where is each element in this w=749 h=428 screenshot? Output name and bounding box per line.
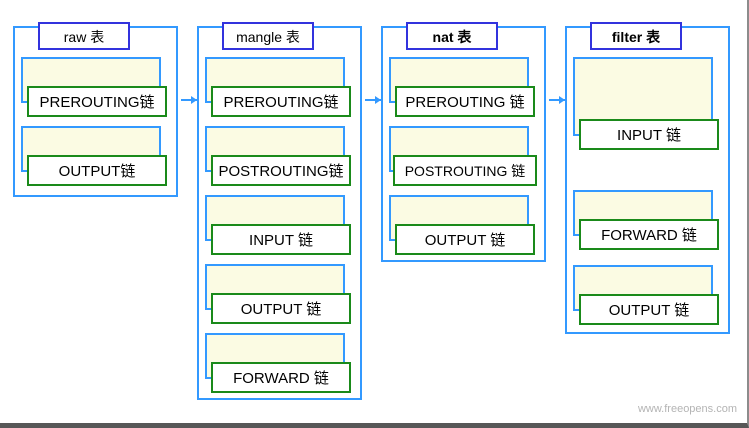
chain-nat-prerouting[interactable]: PREROUTING 链 [395,86,535,117]
arrow-nat-to-filter-line [549,99,566,101]
arrow-nat-to-filter-head [559,96,565,104]
chain-mangle-output[interactable]: OUTPUT 链 [211,293,351,324]
table-title-mangle: mangle 表 [222,22,314,50]
table-title-nat: nat 表 [406,22,498,50]
chain-mangle-input[interactable]: INPUT 链 [211,224,351,255]
chain-raw-prerouting[interactable]: PREROUTING链 [27,86,167,117]
chain-filter-output[interactable]: OUTPUT 链 [579,294,719,325]
arrow-mangle-to-nat-head [375,96,381,104]
arrow-raw-to-mangle-line [181,99,198,101]
chain-nat-postrouting[interactable]: POSTROUTING 链 [393,155,537,186]
chain-filter-input[interactable]: INPUT 链 [579,119,719,150]
arrow-mangle-to-nat-line [365,99,382,101]
watermark: www.freeopens.com [637,403,737,415]
arrow-raw-to-mangle-head [191,96,197,104]
chain-mangle-postrouting[interactable]: POSTROUTING链 [211,155,351,186]
table-title-filter: filter 表 [590,22,682,50]
chain-raw-output[interactable]: OUTPUT链 [27,155,167,186]
chain-filter-forward[interactable]: FORWARD 链 [579,219,719,250]
chain-mangle-forward[interactable]: FORWARD 链 [211,362,351,393]
chain-mangle-prerouting[interactable]: PREROUTING链 [211,86,351,117]
chain-nat-output[interactable]: OUTPUT 链 [395,224,535,255]
table-title-raw: raw 表 [38,22,130,50]
